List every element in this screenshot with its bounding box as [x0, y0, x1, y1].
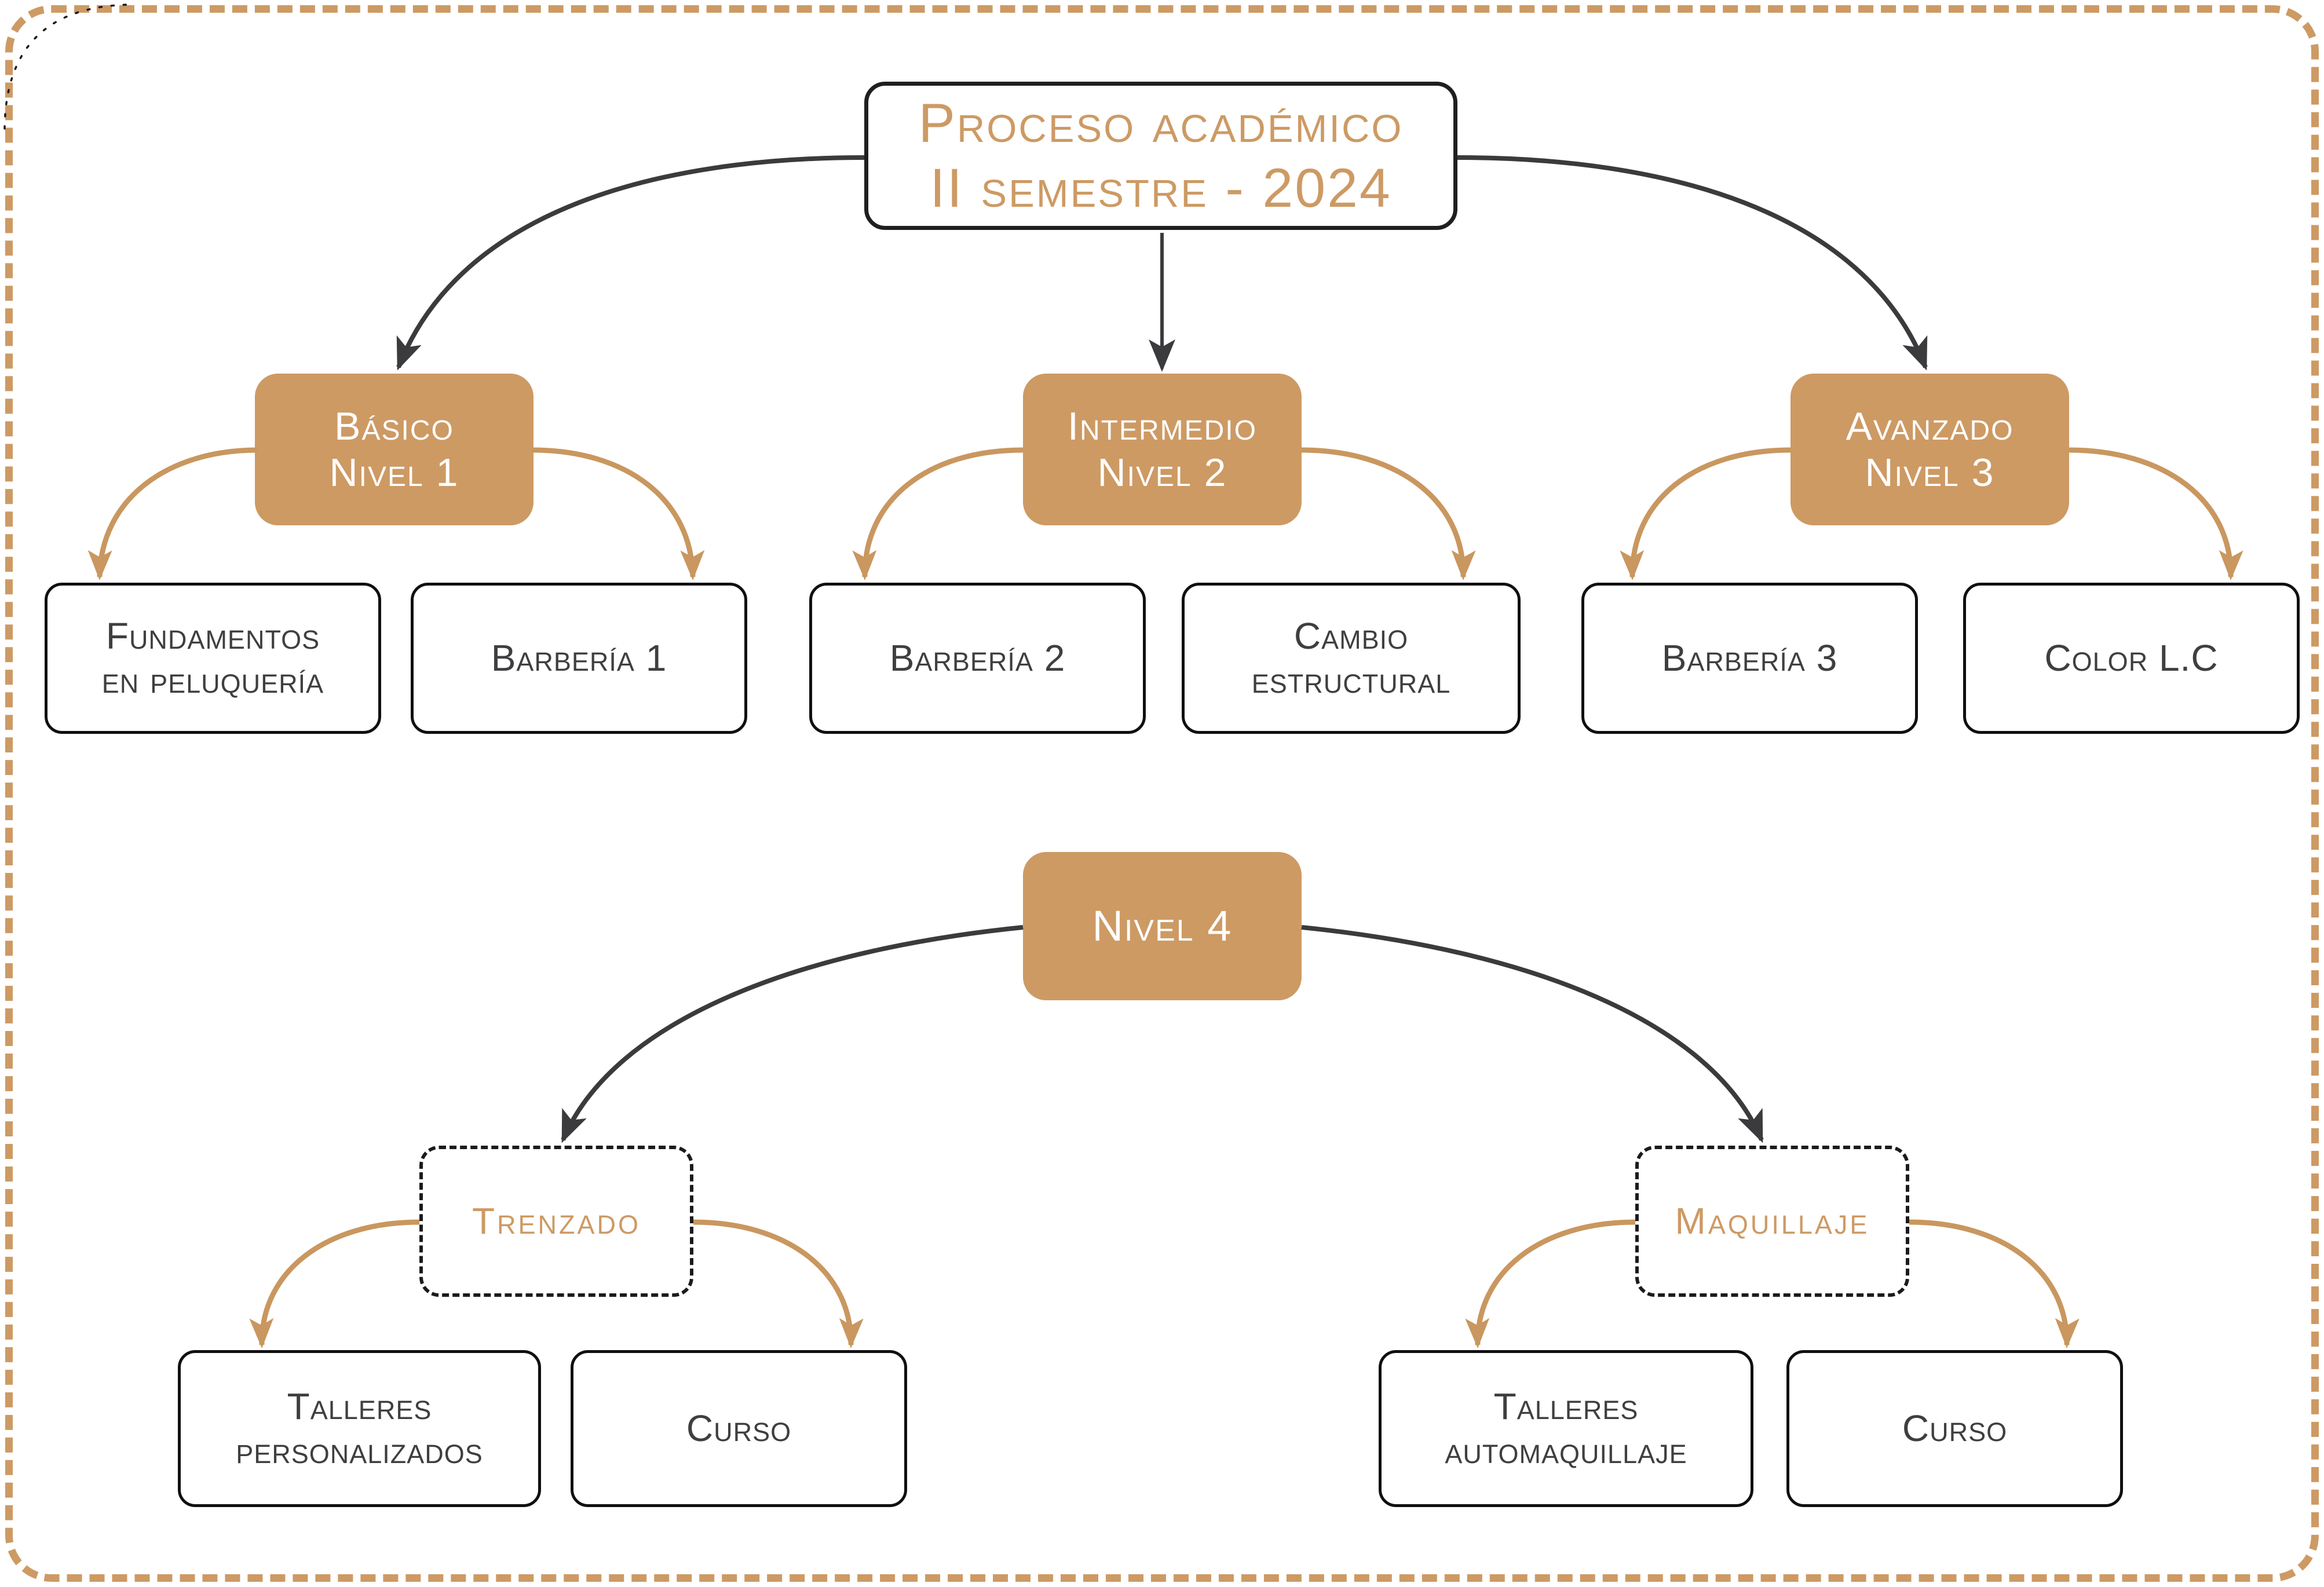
- child-colorlc-label: Color L.C: [2044, 637, 2219, 679]
- talleres-personalizados-line1: Talleres: [287, 1385, 432, 1427]
- arrow-maquillaje-to-talleres: [1465, 1219, 1636, 1348]
- root-title-line2: II semestre - 2024: [930, 158, 1392, 219]
- child-barberia1-label: Barbería 1: [491, 637, 667, 679]
- arrow-level4-to-maquillaje: [1301, 925, 1764, 1143]
- child-cambio-line2: estructural: [1251, 659, 1451, 701]
- talleres-automaquillaje-line1: Talleres: [1493, 1385, 1639, 1427]
- arrow-level4-to-trenzado: [561, 925, 1024, 1143]
- level2-sub: Nivel 2: [1097, 451, 1227, 495]
- level1-sub: Nivel 1: [329, 451, 459, 495]
- level1-node: Básico Nivel 1: [255, 374, 534, 525]
- arrow-level1-to-fundamentos: [87, 447, 258, 580]
- child-barberia3-label: Barbería 3: [1661, 637, 1838, 679]
- arrow-root-to-level1: [396, 155, 865, 371]
- root-node: Proceso académico II semestre - 2024: [864, 82, 1457, 230]
- child-talleres-automaquillaje-node: Talleres automaquillaje: [1379, 1350, 1753, 1507]
- maquillaje-node: Maquillaje: [1635, 1146, 1909, 1297]
- level2-node: Intermedio Nivel 2: [1023, 374, 1302, 525]
- level2-name: Intermedio: [1068, 404, 1257, 448]
- trenzado-node: Trenzado: [419, 1146, 693, 1297]
- child-fundamentos-line1: Fundamentos: [105, 615, 320, 657]
- talleres-personalizados-line2: personalizados: [236, 1429, 483, 1471]
- child-curso-maquillaje-node: Curso: [1786, 1350, 2123, 1507]
- child-fundamentos-node: Fundamentos en peluquería: [45, 583, 381, 734]
- arrow-maquillaje-to-curso: [1909, 1219, 2080, 1348]
- root-title-line1: Proceso académico: [918, 92, 1404, 154]
- curso-maquillaje-label: Curso: [1902, 1407, 2008, 1449]
- arrow-root-to-level3: [1457, 155, 1928, 371]
- child-cambio-line1: Cambio: [1293, 615, 1409, 657]
- child-cambio-node: Cambio estructural: [1182, 583, 1521, 734]
- child-fundamentos-line2: en peluquería: [101, 659, 324, 701]
- child-barberia1-node: Barbería 1: [411, 583, 747, 734]
- child-barberia2-label: Barbería 2: [889, 637, 1066, 679]
- arrow-trenzado-to-talleres: [249, 1219, 420, 1348]
- child-colorlc-node: Color L.C: [1963, 583, 2300, 734]
- child-talleres-personalizados-node: Talleres personalizados: [178, 1350, 541, 1507]
- child-barberia3-node: Barbería 3: [1581, 583, 1918, 734]
- arrow-level2-to-cambio: [1301, 447, 1476, 580]
- level3-name: Avanzado: [1846, 404, 2014, 448]
- level4-name: Nivel 4: [1092, 902, 1233, 950]
- child-curso-trenzado-node: Curso: [571, 1350, 907, 1507]
- maquillaje-label: Maquillaje: [1675, 1200, 1870, 1242]
- arrow-trenzado-to-curso: [693, 1219, 864, 1348]
- level1-name: Básico: [334, 404, 454, 448]
- arrow-level2-to-barberia2: [852, 447, 1024, 580]
- level3-node: Avanzado Nivel 3: [1790, 374, 2069, 525]
- arrow-level3-to-colorlc: [2069, 447, 2243, 580]
- page-dashed-border: [5, 5, 2319, 1582]
- arrow-level3-to-barberia3: [1620, 447, 1791, 580]
- level3-sub: Nivel 3: [1865, 451, 1995, 495]
- curso-trenzado-label: Curso: [686, 1407, 792, 1449]
- corner-dotted-arc: [3, 3, 131, 130]
- child-barberia2-node: Barbería 2: [809, 583, 1146, 734]
- arrow-level1-to-barberia1: [532, 447, 705, 580]
- level4-node: Nivel 4: [1023, 852, 1302, 1000]
- talleres-automaquillaje-line2: automaquillaje: [1445, 1429, 1687, 1471]
- trenzado-label: Trenzado: [472, 1200, 641, 1242]
